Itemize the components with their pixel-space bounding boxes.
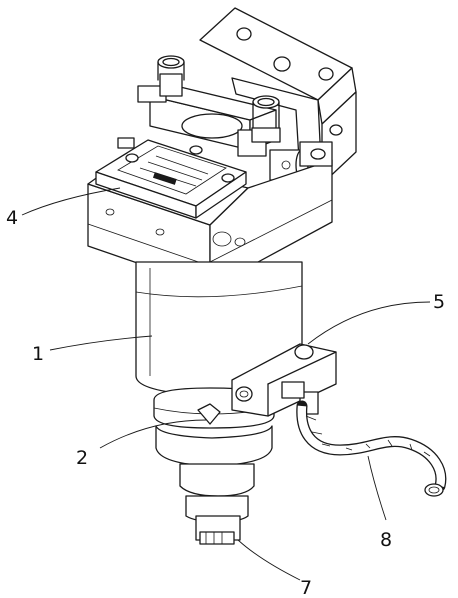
clamp-bracket [231, 343, 337, 417]
callout-8: 8 [380, 529, 392, 551]
callout-7: 7 [300, 577, 312, 598]
control-module [95, 139, 247, 219]
leader-2 [99, 419, 207, 449]
callout-5: 5 [433, 291, 445, 313]
callout-1: 1 [32, 343, 44, 365]
valve-block [117, 55, 309, 181]
leader-1 [49, 335, 153, 351]
callout-4: 4 [6, 207, 18, 229]
leader-7 [237, 539, 301, 581]
hose [296, 400, 447, 497]
leader-8 [367, 455, 387, 521]
leader-4 [21, 187, 121, 216]
lower-body [155, 425, 273, 523]
drain-valve [195, 515, 241, 545]
callouts: 4 1 2 5 7 8 [6, 207, 445, 598]
leader-lines [21, 187, 431, 581]
callout-2: 2 [76, 447, 88, 469]
leader-5 [307, 301, 431, 345]
